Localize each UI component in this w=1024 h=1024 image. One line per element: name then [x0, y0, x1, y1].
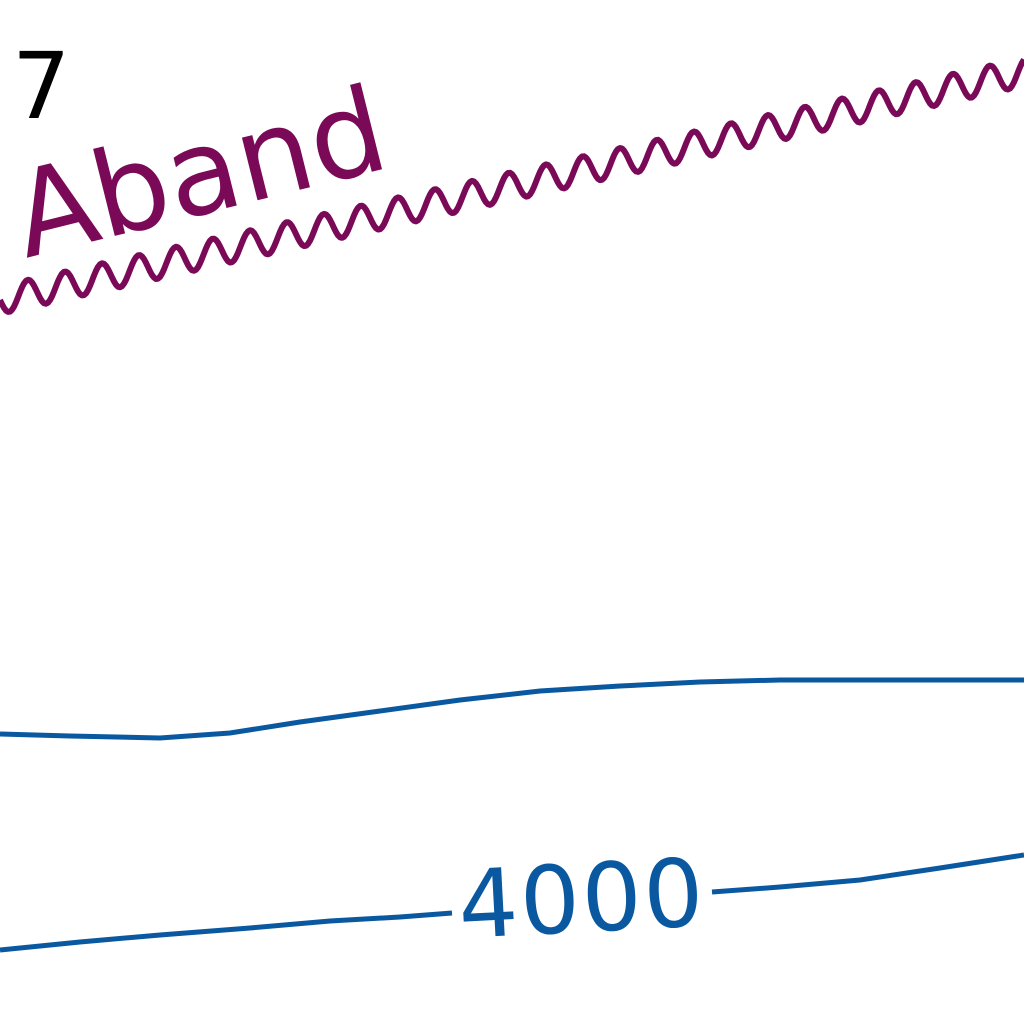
contour-line-index-left — [0, 910, 453, 953]
contour-line-upper — [0, 677, 1024, 741]
section-number-label: 7 — [12, 33, 71, 140]
wavy-boundary-line — [0, 57, 1024, 315]
contour-value-label: 4000 — [455, 839, 708, 961]
contour-line-index-right — [711, 852, 1024, 895]
